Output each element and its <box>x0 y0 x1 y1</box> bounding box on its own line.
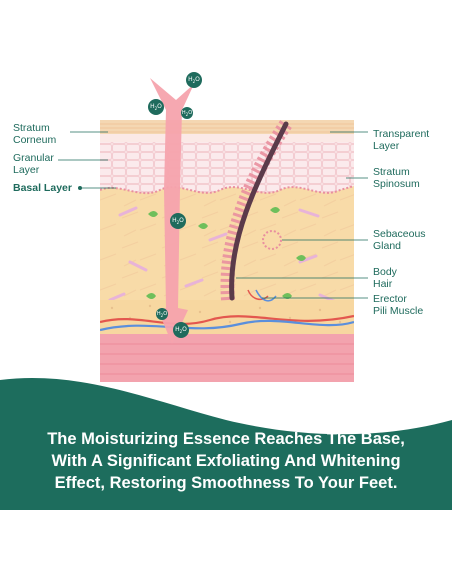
h2o-molecule-icon: H2O <box>186 72 202 88</box>
h2o-molecule-icon: H2O <box>156 308 168 320</box>
sebaceous-gland-shape <box>262 230 282 250</box>
h2o-molecule-icon: H2O <box>173 322 189 338</box>
hair-follicle <box>220 120 292 302</box>
h2o-molecule-icon: H2O <box>148 99 164 115</box>
essence-arrow <box>150 78 194 344</box>
label-basal-layer: Basal Layer <box>13 182 72 194</box>
stratum-corneum-layer <box>100 120 354 134</box>
banner-line-2: With A Significant Exfoliating And White… <box>51 452 401 470</box>
basal-membrane <box>100 186 354 320</box>
banner-line-3: Effect, Restoring Smoothness To Your Fee… <box>54 474 398 492</box>
hair-shaft <box>229 121 289 301</box>
leader-lines <box>58 131 368 299</box>
cell-layer <box>100 142 354 194</box>
h2o-molecule-icon: H2O <box>170 213 186 229</box>
skin-layers <box>100 120 354 382</box>
transparent-layer <box>100 134 354 142</box>
blue-vessel <box>100 319 354 332</box>
red-vessel <box>100 314 354 326</box>
bottom-banner <box>0 378 452 510</box>
hypodermis-layer <box>100 334 354 382</box>
h2o-molecule-icon: H2O <box>181 107 193 119</box>
banner-text: The Moisturizing Essence Reaches The Bas… <box>0 428 452 494</box>
banner-line-1: The Moisturizing Essence Reaches The Bas… <box>47 430 405 448</box>
